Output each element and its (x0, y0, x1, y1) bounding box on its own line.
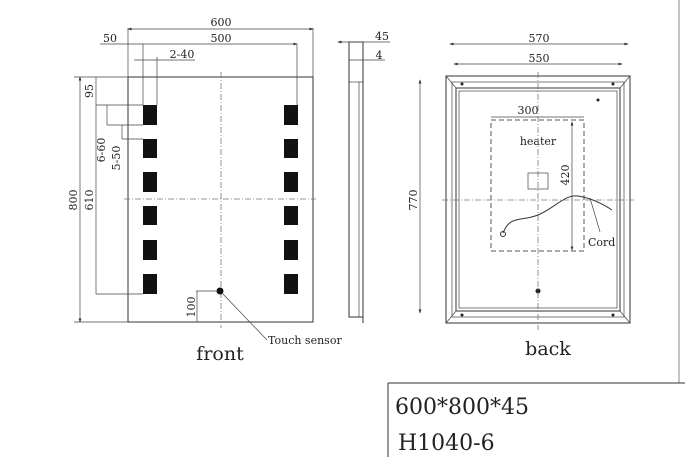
dim-light-span: 610 (83, 190, 96, 211)
back-view: 570 550 770 300 420 heater Cord back (407, 32, 634, 360)
dim-width: 600 (211, 16, 232, 29)
dim-light-width: 2-40 (170, 48, 195, 61)
mirror-front-outline (127, 76, 314, 323)
side-view: 45 4 (337, 30, 390, 323)
dim-back-height: 770 (407, 190, 420, 211)
dim-outer-width: 570 (529, 32, 550, 45)
cord-label: Cord (588, 236, 615, 249)
dim-inner-width: 550 (529, 52, 550, 65)
dim-light-gap: 5-50 (110, 146, 123, 171)
dim-top-offset: 95 (83, 84, 96, 98)
dim-height: 800 (67, 190, 80, 211)
dim-inner: 500 (211, 32, 232, 45)
dim-heater-height: 420 (559, 165, 572, 186)
touch-sensor-label: Touch sensor (268, 334, 342, 347)
led-lights (143, 105, 298, 294)
front-title: front (196, 343, 244, 365)
cord (502, 195, 613, 234)
dim-heater-width: 300 (518, 104, 539, 117)
back-title: back (525, 338, 571, 360)
touch-sensor-icon (216, 287, 224, 295)
dim-depth: 45 (375, 30, 389, 43)
dim-glass: 4 (376, 49, 383, 62)
dim-light-height: 6-60 (95, 138, 108, 163)
dim-sensor-offset: 100 (185, 297, 198, 318)
spec-model: H1040-6 (398, 431, 495, 456)
spec-size: 600*800*45 (395, 395, 529, 420)
front-view: 600 50 500 2-40 800 95 610 6-60 5-50 100 (67, 16, 342, 365)
dim-edge: 50 (103, 32, 117, 45)
